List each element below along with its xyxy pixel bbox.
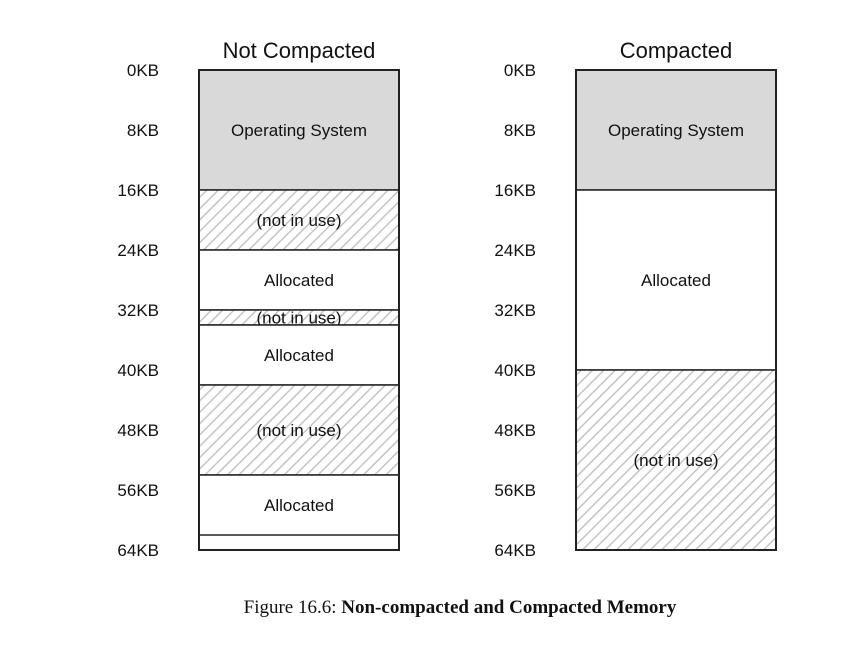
panel-title-not-compacted: Not Compacted xyxy=(223,38,376,63)
memory-block-os xyxy=(198,69,400,191)
address-label: 0KB xyxy=(504,61,536,80)
address-axis-right: 0KB 8KB 16KB 24KB 32KB 40KB 48KB 56KB 64KB xyxy=(494,61,536,560)
memory-column-border xyxy=(575,69,777,551)
panel-title-compacted: Compacted xyxy=(620,38,733,63)
memory-block-label: Operating System xyxy=(608,121,744,140)
address-label: 24KB xyxy=(117,241,159,260)
memory-block-label: Allocated xyxy=(264,496,334,515)
memory-block-free xyxy=(198,189,400,251)
caption-prefix: Figure 16.6: xyxy=(244,597,342,618)
panel-not-compacted: Not Compacted 0KB 8KB 16KB 24KB 32KB 40KB 48KB… xyxy=(117,38,400,560)
figure-caption: Figure 16.6: Non-compacted and Compacted… xyxy=(244,597,677,618)
address-label: 32KB xyxy=(494,301,536,320)
address-label: 48KB xyxy=(117,421,159,440)
memory-block-label: (not in use) xyxy=(256,421,341,440)
memory-block-allocated xyxy=(198,249,400,311)
memory-block-label: (not in use) xyxy=(633,451,718,470)
address-label: 56KB xyxy=(117,481,159,500)
address-label: 48KB xyxy=(494,421,536,440)
memory-block-label: Operating System xyxy=(231,121,367,140)
address-label: 8KB xyxy=(127,121,159,140)
address-label: 8KB xyxy=(504,121,536,140)
address-label: 32KB xyxy=(117,301,159,320)
memory-block-allocated xyxy=(575,189,777,371)
memory-block-label: (not in use) xyxy=(256,309,341,328)
address-label: 40KB xyxy=(117,361,159,380)
memory-block-label: Allocated xyxy=(264,346,334,365)
memory-column-not-compacted: Operating System (not in use) Allocated (no… xyxy=(198,69,400,551)
panel-compacted: Compacted 0KB 8KB 16KB 24KB 32KB 40KB 48KB 56KB… xyxy=(494,38,777,560)
address-label: 24KB xyxy=(494,241,536,260)
caption-title: Non-compacted and Compacted Memory xyxy=(341,597,677,618)
address-label: 56KB xyxy=(494,481,536,500)
address-label: 40KB xyxy=(494,361,536,380)
address-label: 0KB xyxy=(127,61,159,80)
memory-block-label: Allocated xyxy=(264,271,334,290)
memory-block-label: Allocated xyxy=(641,271,711,290)
address-label: 16KB xyxy=(494,181,536,200)
address-axis-left: 0KB 8KB 16KB 24KB 32KB 40KB 48KB 56KB 64KB xyxy=(117,61,159,560)
memory-block-os xyxy=(575,69,777,191)
memory-block-allocated xyxy=(198,474,400,536)
memory-column-border xyxy=(198,69,400,551)
address-label: 16KB xyxy=(117,181,159,200)
address-label: 64KB xyxy=(494,541,536,560)
address-label: 64KB xyxy=(117,541,159,560)
memory-block-label: (not in use) xyxy=(256,211,341,230)
